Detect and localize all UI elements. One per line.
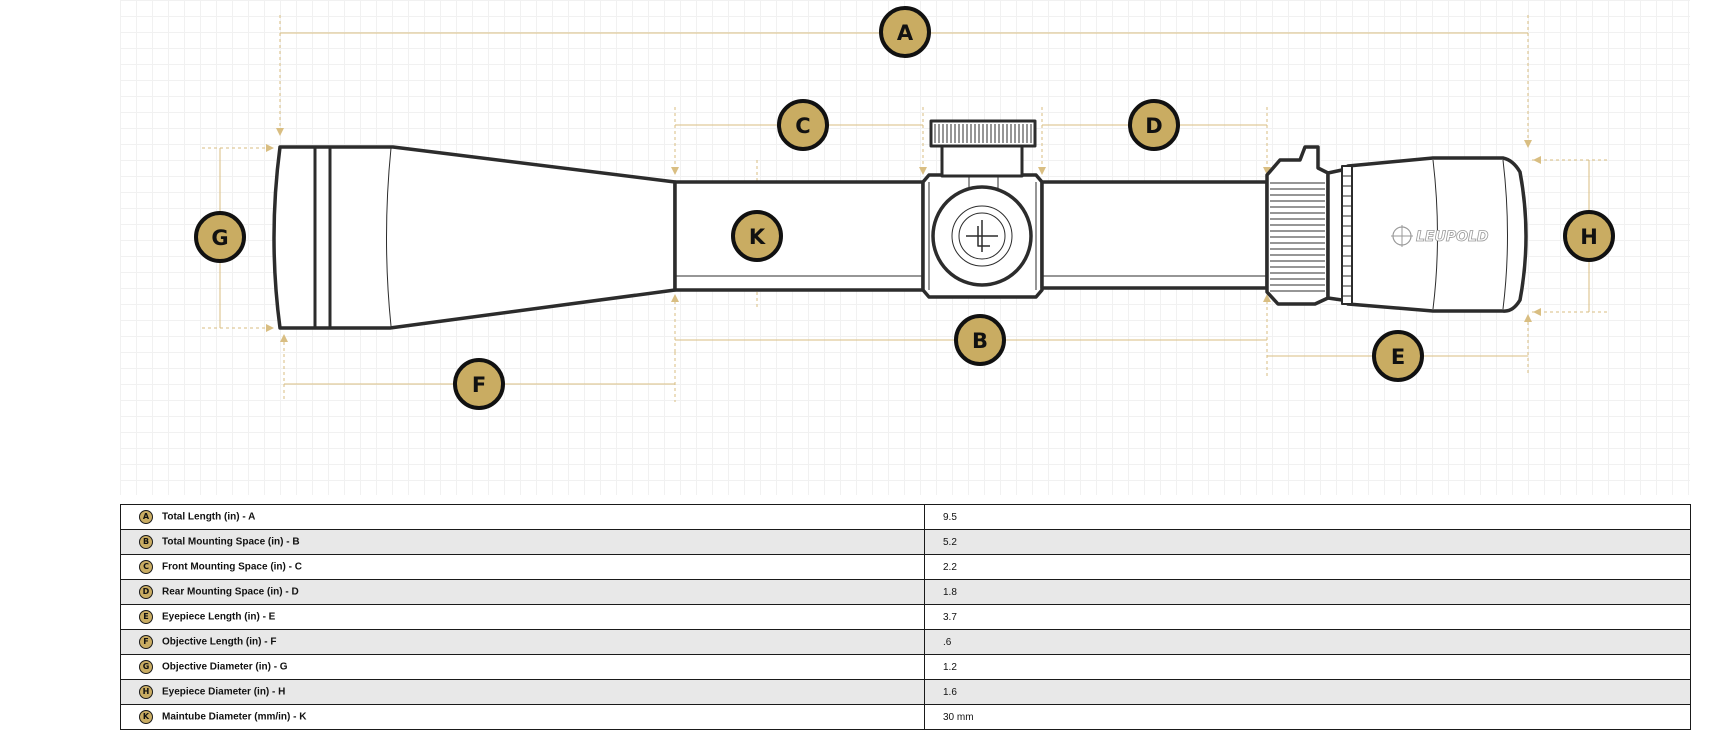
badge-icon: E bbox=[139, 610, 153, 624]
maintube-rear bbox=[1040, 180, 1269, 290]
spec-value: 1.6 bbox=[924, 679, 1691, 705]
spec-label-cell: E Eyepiece Length (in) - E bbox=[120, 604, 925, 630]
leupold-turret-emblem bbox=[966, 220, 998, 252]
focus-ring bbox=[1341, 165, 1353, 305]
spec-label-cell: C Front Mounting Space (in) - C bbox=[120, 554, 925, 580]
spec-value: 1.8 bbox=[924, 579, 1691, 605]
callout-C: C bbox=[777, 99, 829, 151]
spec-value: 2.2 bbox=[924, 554, 1691, 580]
spec-label: Total Mounting Space (in) - B bbox=[162, 536, 300, 548]
badge-icon: D bbox=[139, 585, 153, 599]
spec-label: Rear Mounting Space (in) - D bbox=[162, 586, 299, 598]
spec-row-maintube-diameter: K Maintube Diameter (mm/in) - K 30 mm bbox=[120, 704, 1691, 730]
spec-value: 9.5 bbox=[924, 504, 1691, 530]
callout-B: B bbox=[954, 314, 1006, 366]
spec-label: Objective Length (in) - F bbox=[162, 636, 277, 648]
callout-F: F bbox=[453, 358, 505, 410]
svg-text:F: F bbox=[472, 373, 486, 397]
spec-label-cell: D Rear Mounting Space (in) - D bbox=[120, 579, 925, 605]
svg-text:B: B bbox=[972, 329, 988, 353]
specifications-table: A Total Length (in) - A 9.5 B Total Mounti… bbox=[120, 504, 1691, 730]
callout-D: D bbox=[1128, 99, 1180, 151]
callout-H: H bbox=[1563, 210, 1615, 262]
spec-label-cell: B Total Mounting Space (in) - B bbox=[120, 529, 925, 555]
leupold-logo: LEUPOLD bbox=[1391, 225, 1489, 247]
spec-label: Objective Diameter (in) - G bbox=[162, 661, 288, 673]
spec-label: Front Mounting Space (in) - C bbox=[162, 561, 302, 573]
spec-value: 1.2 bbox=[924, 654, 1691, 680]
spec-label: Total Length (in) - A bbox=[162, 511, 256, 523]
scope-diagram: LEUPOLD A C D K B E F bbox=[120, 0, 1690, 495]
callout-K: K bbox=[731, 210, 783, 262]
spec-value: .6 bbox=[924, 629, 1691, 655]
spec-value: 30 mm bbox=[924, 704, 1691, 730]
spec-row-total-length: A Total Length (in) - A 9.5 bbox=[120, 504, 1691, 530]
badge-icon: F bbox=[139, 635, 153, 649]
callout-G: G bbox=[194, 211, 246, 263]
brand-name: LEUPOLD bbox=[1416, 229, 1489, 245]
spec-label-cell: F Objective Length (in) - F bbox=[120, 629, 925, 655]
svg-text:G: G bbox=[211, 226, 228, 250]
spec-label: Maintube Diameter (mm/in) - K bbox=[162, 711, 307, 723]
spec-value: 5.2 bbox=[924, 529, 1691, 555]
svg-text:C: C bbox=[795, 114, 810, 138]
callout-E: E bbox=[1372, 330, 1424, 382]
spec-value: 3.7 bbox=[924, 604, 1691, 630]
badge-icon: C bbox=[139, 560, 153, 574]
spec-row-total-mounting-space: B Total Mounting Space (in) - B 5.2 bbox=[120, 529, 1691, 555]
spec-row-front-mounting-space: C Front Mounting Space (in) - C 2.2 bbox=[120, 554, 1691, 580]
spec-label: Eyepiece Diameter (in) - H bbox=[162, 686, 286, 698]
scope-body bbox=[272, 119, 1528, 330]
spec-row-rear-mounting-space: D Rear Mounting Space (in) - D 1.8 bbox=[120, 579, 1691, 605]
spec-label-cell: H Eyepiece Diameter (in) - H bbox=[120, 679, 925, 705]
spec-label-cell: G Objective Diameter (in) - G bbox=[120, 654, 925, 680]
spec-row-eyepiece-diameter: H Eyepiece Diameter (in) - H 1.6 bbox=[120, 679, 1691, 705]
riflescope-dimension-drawing: LEUPOLD A C D K B E F bbox=[194, 6, 1615, 410]
spec-row-objective-length: F Objective Length (in) - F .6 bbox=[120, 629, 1691, 655]
spec-label-cell: K Maintube Diameter (mm/in) - K bbox=[120, 704, 925, 730]
svg-text:A: A bbox=[897, 21, 914, 45]
badge-icon: K bbox=[139, 710, 153, 724]
spec-label-cell: A Total Length (in) - A bbox=[120, 504, 925, 530]
eyepiece bbox=[1326, 156, 1528, 313]
svg-text:E: E bbox=[1391, 345, 1405, 369]
svg-text:D: D bbox=[1145, 114, 1162, 138]
power-ring-grip bbox=[1270, 182, 1325, 292]
callout-A: A bbox=[879, 6, 931, 58]
turret-knurling bbox=[934, 124, 1032, 143]
badge-icon: A bbox=[139, 510, 153, 524]
maintube-front bbox=[673, 180, 925, 292]
spec-row-objective-diameter: G Objective Diameter (in) - G 1.2 bbox=[120, 654, 1691, 680]
spec-row-eyepiece-length: E Eyepiece Length (in) - E 3.7 bbox=[120, 604, 1691, 630]
elevation-turret-base bbox=[940, 144, 1024, 178]
badge-icon: H bbox=[139, 685, 153, 699]
badge-icon: B bbox=[139, 535, 153, 549]
badge-icon: G bbox=[139, 660, 153, 674]
svg-text:H: H bbox=[1580, 225, 1598, 249]
svg-text:K: K bbox=[749, 225, 766, 249]
spec-label: Eyepiece Length (in) - E bbox=[162, 611, 276, 623]
objective-bell bbox=[272, 145, 677, 330]
